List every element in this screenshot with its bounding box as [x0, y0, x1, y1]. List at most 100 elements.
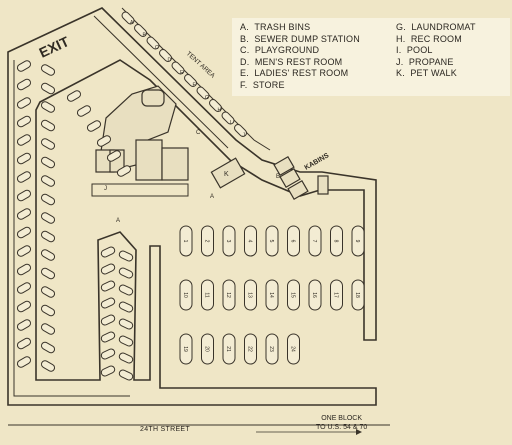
facility-cluster — [91, 85, 189, 197]
building-h — [161, 147, 189, 181]
rv-site — [118, 318, 134, 330]
rv-site — [40, 193, 56, 206]
rv-site — [40, 323, 56, 335]
site-number: 6 — [290, 240, 296, 243]
rv-site — [40, 119, 56, 132]
trash-marker-2: A — [116, 218, 120, 224]
tent-site-letter: H — [218, 108, 222, 114]
tent-site — [221, 111, 235, 125]
rv-site — [100, 365, 116, 377]
rv-site — [118, 352, 134, 364]
site-number: 8 — [333, 240, 339, 243]
trash-marker-1: A — [210, 194, 214, 200]
kabins-label: KABINS — [304, 152, 331, 172]
tent-site — [209, 99, 222, 112]
rv-site — [100, 331, 116, 343]
pool-icon — [141, 89, 165, 107]
rv-site — [96, 135, 112, 147]
legend-item: F. STORE — [240, 79, 285, 90]
rv-site — [118, 301, 134, 313]
tent-site — [134, 24, 147, 37]
site-number: 2 — [204, 240, 210, 243]
rv-site — [40, 341, 56, 354]
rv-site — [40, 175, 56, 187]
rv-site — [16, 263, 32, 276]
grid-site: 3 — [222, 225, 236, 257]
rv-site — [40, 138, 56, 150]
site-number: 13 — [247, 292, 253, 298]
legend: A. TRASH BINS B. SEWER DUMP STATION C. P… — [232, 18, 510, 96]
tent-site — [159, 49, 172, 62]
legend-item: I. POOL — [396, 45, 433, 56]
rv-site — [16, 78, 32, 91]
tent-site-letter: G — [205, 95, 209, 101]
rv-site — [100, 348, 116, 360]
rv-site — [86, 120, 102, 132]
rv-site — [40, 64, 56, 76]
rv-site — [16, 245, 32, 257]
rv-site — [40, 101, 56, 113]
rv-site — [16, 60, 32, 72]
site-number: 5 — [268, 240, 274, 243]
rv-site — [106, 150, 122, 162]
legend-item: B. SEWER DUMP STATION — [240, 33, 360, 44]
directions-note: ONE BLOCK TO U.S. 54 & 70 — [316, 414, 367, 432]
site-number: 10 — [182, 292, 188, 298]
site-number: 4 — [247, 240, 253, 243]
grid-site: 14 — [265, 279, 279, 311]
site-number: 18 — [354, 292, 360, 298]
grid-site: 10 — [179, 279, 193, 311]
rv-site — [66, 90, 82, 102]
grid-site: 24 — [287, 333, 300, 365]
rv-site — [118, 250, 134, 262]
legend-item: A. TRASH BINS — [240, 22, 311, 32]
grid-site: 6 — [287, 225, 300, 257]
site-number: 16 — [311, 292, 317, 298]
pet-walk: K — [210, 157, 246, 189]
rv-site — [16, 134, 32, 146]
site-number: 3 — [225, 240, 231, 243]
site-number: 23 — [268, 346, 274, 352]
tent-site-letter: A — [130, 20, 134, 26]
grid-site: 11 — [201, 279, 214, 311]
kabins-area: KABINS B — [273, 152, 331, 201]
grid-site: 19 — [179, 333, 193, 365]
rv-site — [16, 115, 32, 128]
site-number: 7 — [311, 240, 317, 243]
directions-line-2: TO U.S. 54 & 70 — [316, 424, 368, 431]
tent-site — [146, 36, 160, 50]
playground-marker: C — [196, 130, 201, 136]
pet-walk-label: K — [224, 171, 229, 178]
site-number: 24 — [290, 346, 296, 352]
grid-site: 8 — [330, 225, 343, 257]
tent-site-letter: D — [168, 58, 172, 64]
grid-site: 12 — [222, 279, 236, 311]
rv-site — [118, 284, 134, 296]
tent-site-letter: F — [193, 83, 196, 89]
grid-site: 23 — [265, 333, 279, 365]
rv-site — [16, 189, 32, 202]
site-number: 11 — [204, 292, 210, 297]
grid-site: 20 — [201, 333, 214, 365]
rv-site — [16, 226, 32, 239]
site-number: 14 — [268, 292, 274, 298]
legend-item: J. PROPANE — [396, 56, 454, 67]
rv-site — [40, 360, 56, 372]
grid-site: 15 — [287, 279, 300, 311]
rv-site — [40, 286, 56, 298]
rv-site — [16, 300, 32, 313]
rv-site — [118, 369, 134, 381]
site-number: 1 — [182, 240, 188, 243]
exit-road — [13, 60, 130, 397]
rv-site — [118, 267, 134, 279]
site-number: 9 — [354, 240, 360, 243]
property-boundary — [7, 7, 377, 406]
rv-site — [16, 152, 32, 165]
grid-site: 13 — [244, 279, 257, 311]
rv-site — [16, 337, 32, 350]
legend-item: E. LADIES' REST ROOM — [240, 68, 349, 79]
rv-site — [16, 282, 32, 294]
rv-site — [40, 212, 56, 224]
grid-site: 7 — [308, 225, 322, 257]
